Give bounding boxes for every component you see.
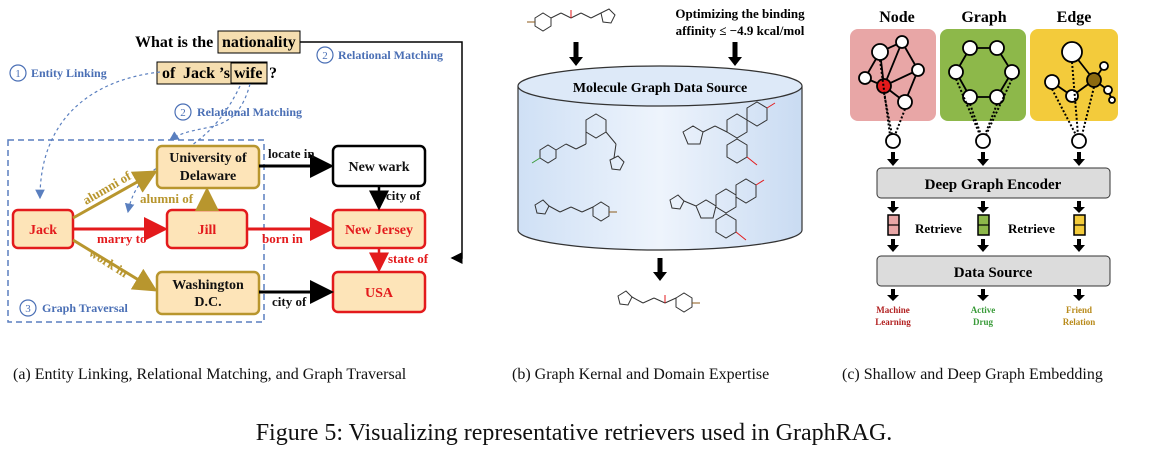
nationality-to-usa-arrow: [300, 41, 463, 264]
edge-graph: [1044, 41, 1116, 104]
graph-graph: [948, 40, 1020, 105]
data-source-label: Data Source: [954, 265, 1033, 281]
node-jack-label: Jack: [29, 223, 57, 238]
funnel-lines: [879, 59, 1095, 136]
data-source-box: [876, 255, 1111, 287]
molecule-2: [682, 101, 776, 166]
opt-text-1: Optimizing the binding: [675, 6, 805, 21]
graph-traversal-region: [7, 139, 265, 323]
tag-1-number: 1: [15, 68, 21, 80]
molecule-4: [669, 178, 765, 241]
tag-2b-number: 2: [180, 107, 186, 119]
edge-label-marry-to: marry to: [97, 231, 146, 246]
tag-3-circle: [19, 299, 37, 317]
graph-out-circle: [975, 133, 991, 149]
arrows-from-encoder: [887, 201, 1085, 213]
output-fr-1: Friend: [1066, 305, 1092, 315]
head-node: Node: [879, 9, 915, 26]
cylinder-body: [517, 86, 803, 251]
entity-linking-arrow: [35, 71, 161, 200]
edge-label-state-of: state of: [388, 251, 429, 266]
molecule-1: [531, 113, 625, 171]
opt-text-2: affinity ≤ −4.9 kcal/mol: [676, 23, 805, 38]
arrows-to-encoder: [887, 152, 1085, 166]
output-ad-1: Active: [971, 305, 996, 315]
question-word-of: of: [162, 65, 176, 82]
edge-out-circle: [1071, 133, 1087, 149]
edge-label-work-in: work in: [86, 245, 131, 281]
tag-2a-circle: [316, 46, 334, 64]
tag-2b-circle: [174, 103, 192, 121]
molecule-top: [527, 8, 616, 32]
molecule-3: [534, 199, 617, 222]
wife-box: [230, 62, 268, 84]
head-edge: Edge: [1057, 9, 1092, 26]
retrieve-label-2: Retrieve: [1008, 221, 1055, 236]
tag-relational-matching-mid: Relational Matching: [197, 105, 302, 119]
figure-caption: Figure 5: Visualizing representative ret…: [256, 420, 893, 446]
tag-1-circle: [9, 64, 27, 82]
node-wdc-label-1: Washington: [172, 278, 244, 293]
molecule-source-label: Molecule Graph Data Source: [573, 81, 747, 96]
question-word-wife: wife: [234, 65, 262, 82]
tag-3-number: 3: [25, 303, 31, 315]
tag-2a-number: 2: [322, 50, 328, 62]
question-word-jacks: Jack ’s: [183, 65, 230, 82]
arrow-b-bottom-head: [653, 272, 667, 281]
edge-label-city-of-2: city of: [272, 294, 307, 309]
panel-b: Optimizing the binding affinity ≤ −4.9 k…: [512, 6, 805, 383]
panel-c: Node Graph Edge: [842, 9, 1118, 383]
edge-label-city-of-1: city of: [386, 188, 421, 203]
output-fr-2: Relation: [1063, 317, 1096, 327]
node-newjersey-label: New Jersey: [345, 223, 413, 238]
encoder-label: Deep Graph Encoder: [925, 177, 1062, 193]
caption-b: (b) Graph Kernal and Domain Expertise: [512, 366, 769, 383]
output-ml-1: Machine: [876, 305, 910, 315]
head-graph: Graph: [961, 9, 1006, 26]
caption-a: (a) Entity Linking, Relational Matching,…: [13, 366, 407, 383]
edge-label-alumni-of-2: alumni of: [140, 191, 194, 206]
output-ad-2: Drug: [973, 317, 993, 327]
deep-graph-encoder: [876, 167, 1111, 199]
edge-label-locate-in: locate in: [268, 146, 315, 161]
arrow-b-right-head: [728, 57, 742, 66]
node-graph: [858, 35, 925, 110]
tag-entity-linking: Entity Linking: [31, 66, 107, 80]
edge-jack-udel: [72, 170, 158, 220]
node-usa-label: USA: [365, 286, 394, 301]
tag-graph-traversal: Graph Traversal: [42, 301, 129, 315]
arrows-to-datasource: [887, 239, 1085, 252]
node-newwark-label: New wark: [348, 160, 409, 175]
cylinder-top: [517, 65, 803, 107]
retrieve-label-1: Retrieve: [915, 221, 962, 236]
molecule-bottom: [617, 290, 700, 313]
question-mark: ?: [269, 65, 277, 82]
question-word-1: What is the: [135, 34, 213, 51]
output-ml-2: Learning: [875, 317, 911, 327]
node-udel-label-2: Delaware: [180, 169, 237, 184]
question-word-nationality: nationality: [222, 34, 296, 51]
tag-relational-matching-top: Relational Matching: [338, 48, 443, 62]
edge-jack-wdc: [72, 238, 158, 292]
arrows-to-outputs: [887, 289, 1085, 301]
relational-matching-arrow-1: [169, 83, 251, 141]
arrow-b-left-head: [569, 57, 583, 66]
caption-c: (c) Shallow and Deep Graph Embedding: [842, 366, 1103, 383]
node-wdc-label-2: D.C.: [194, 295, 221, 310]
node-jill-label: Jill: [198, 223, 217, 238]
panel-a: What is the nationality of Jack ’s wife …: [7, 30, 463, 383]
edge-label-born-in: born in: [262, 231, 304, 246]
node-out-circle: [885, 133, 901, 149]
node-udel-label-1: University of: [169, 151, 247, 166]
